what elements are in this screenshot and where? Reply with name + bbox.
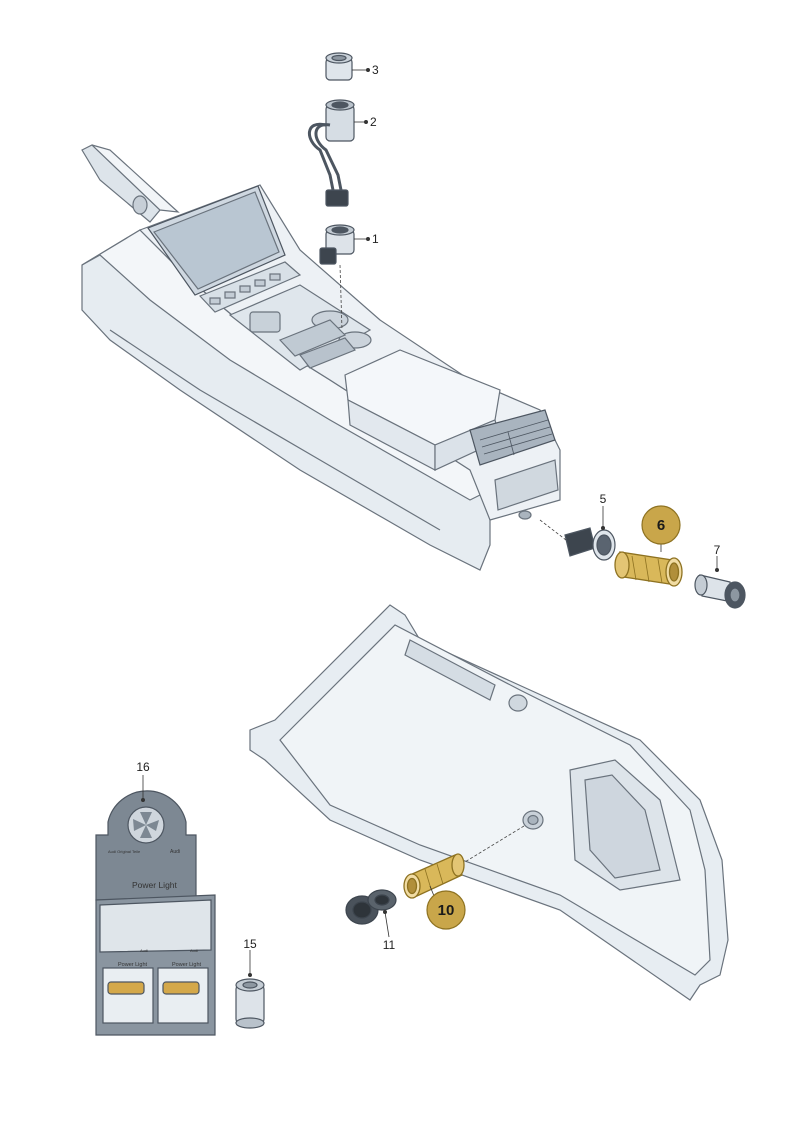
trunk-side-panel [249,604,729,1001]
callout-16[interactable]: 16 [136,760,150,774]
callout-7[interactable]: 7 [714,543,721,557]
badge-circle-6 [641,505,681,545]
package-title: Power Light [132,880,178,890]
callout-5[interactable]: 5 [600,492,607,506]
part-2-socket-harness [308,99,355,207]
package-unit-label-right: Power Light [172,962,202,968]
callout-3[interactable]: 3 [372,63,379,77]
part-1-holder [319,224,355,265]
callout-6[interactable]: 6 [657,517,665,534]
badge-circle-10 [426,890,466,930]
package-brand-left: Audi [140,948,148,953]
callout-11[interactable]: 11 [383,938,396,952]
part-10-socket-highlighted [403,853,465,899]
callout-2[interactable]: 2 [370,115,377,129]
part-3-cap [325,52,353,81]
package-brand-top: Audi [170,849,180,855]
part-11-cover [345,889,397,925]
package-brand-right: Audi [190,948,198,953]
callout-leaders [140,68,720,978]
package-small-caption: Audi Original Teile [108,849,141,854]
callout-1[interactable]: 1 [372,232,379,246]
part-16-display-box [95,790,216,1036]
center-console [81,144,561,571]
part-5-housing [564,527,616,561]
package-unit-label-left: Power Light [118,962,148,968]
callout-10[interactable]: 10 [438,902,455,919]
callout-15[interactable]: 15 [243,937,257,951]
assembly-line-trunk [454,825,525,869]
part-7-plug [694,574,746,609]
part-15-plug [235,978,265,1029]
assembly-line-side [539,519,567,541]
part-6-socket-highlighted [614,551,683,587]
assembly-line-top [339,264,343,331]
